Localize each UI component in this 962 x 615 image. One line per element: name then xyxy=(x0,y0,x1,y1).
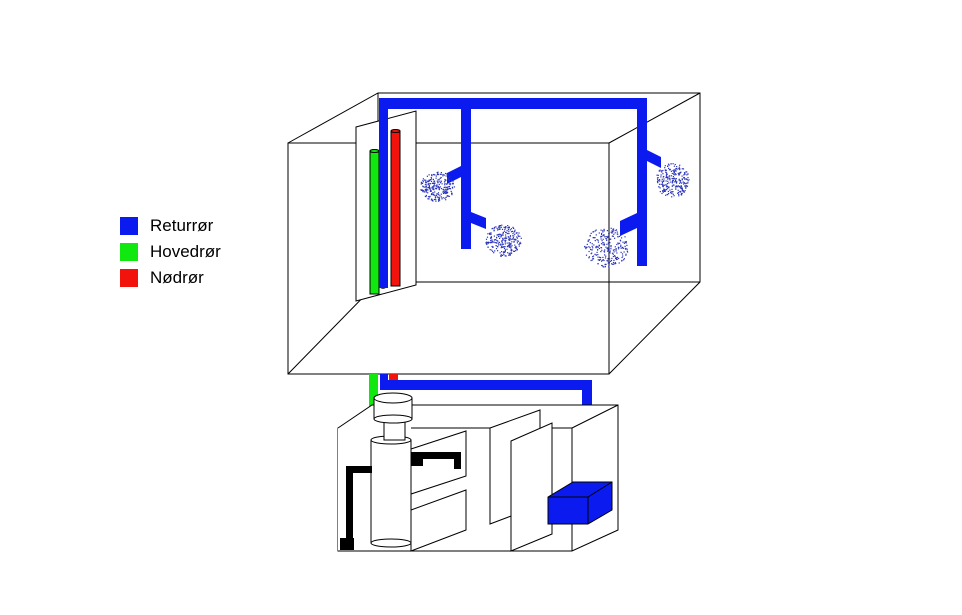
legend-label-main: Hovedrør xyxy=(150,242,221,261)
legend-item-hovedror: Hovedrør xyxy=(120,239,221,265)
legend-label-return: Returrør xyxy=(150,216,214,235)
sprinkler-spray-group xyxy=(420,163,690,268)
legend-swatch-main xyxy=(120,243,138,261)
spray-cloud xyxy=(656,163,690,198)
room-riser-pipes xyxy=(369,129,401,295)
legend: Returrør Hovedrør Nødrør xyxy=(120,213,221,291)
return-tank xyxy=(547,481,613,525)
spray-cloud xyxy=(584,227,629,268)
legend-swatch-emergency xyxy=(120,269,138,287)
suction-pipes xyxy=(340,452,461,550)
spray-cloud xyxy=(420,171,455,202)
legend-item-nodror: Nødrør xyxy=(120,265,221,291)
pump-room-dividers xyxy=(410,409,553,552)
legend-item-returror: Returrør xyxy=(120,213,221,239)
spray-cloud xyxy=(485,224,522,257)
legend-swatch-return xyxy=(120,217,138,235)
legend-label-emergency: Nødrør xyxy=(150,268,204,287)
pump-unit xyxy=(370,392,413,548)
return-pipe-ceiling xyxy=(379,98,661,288)
